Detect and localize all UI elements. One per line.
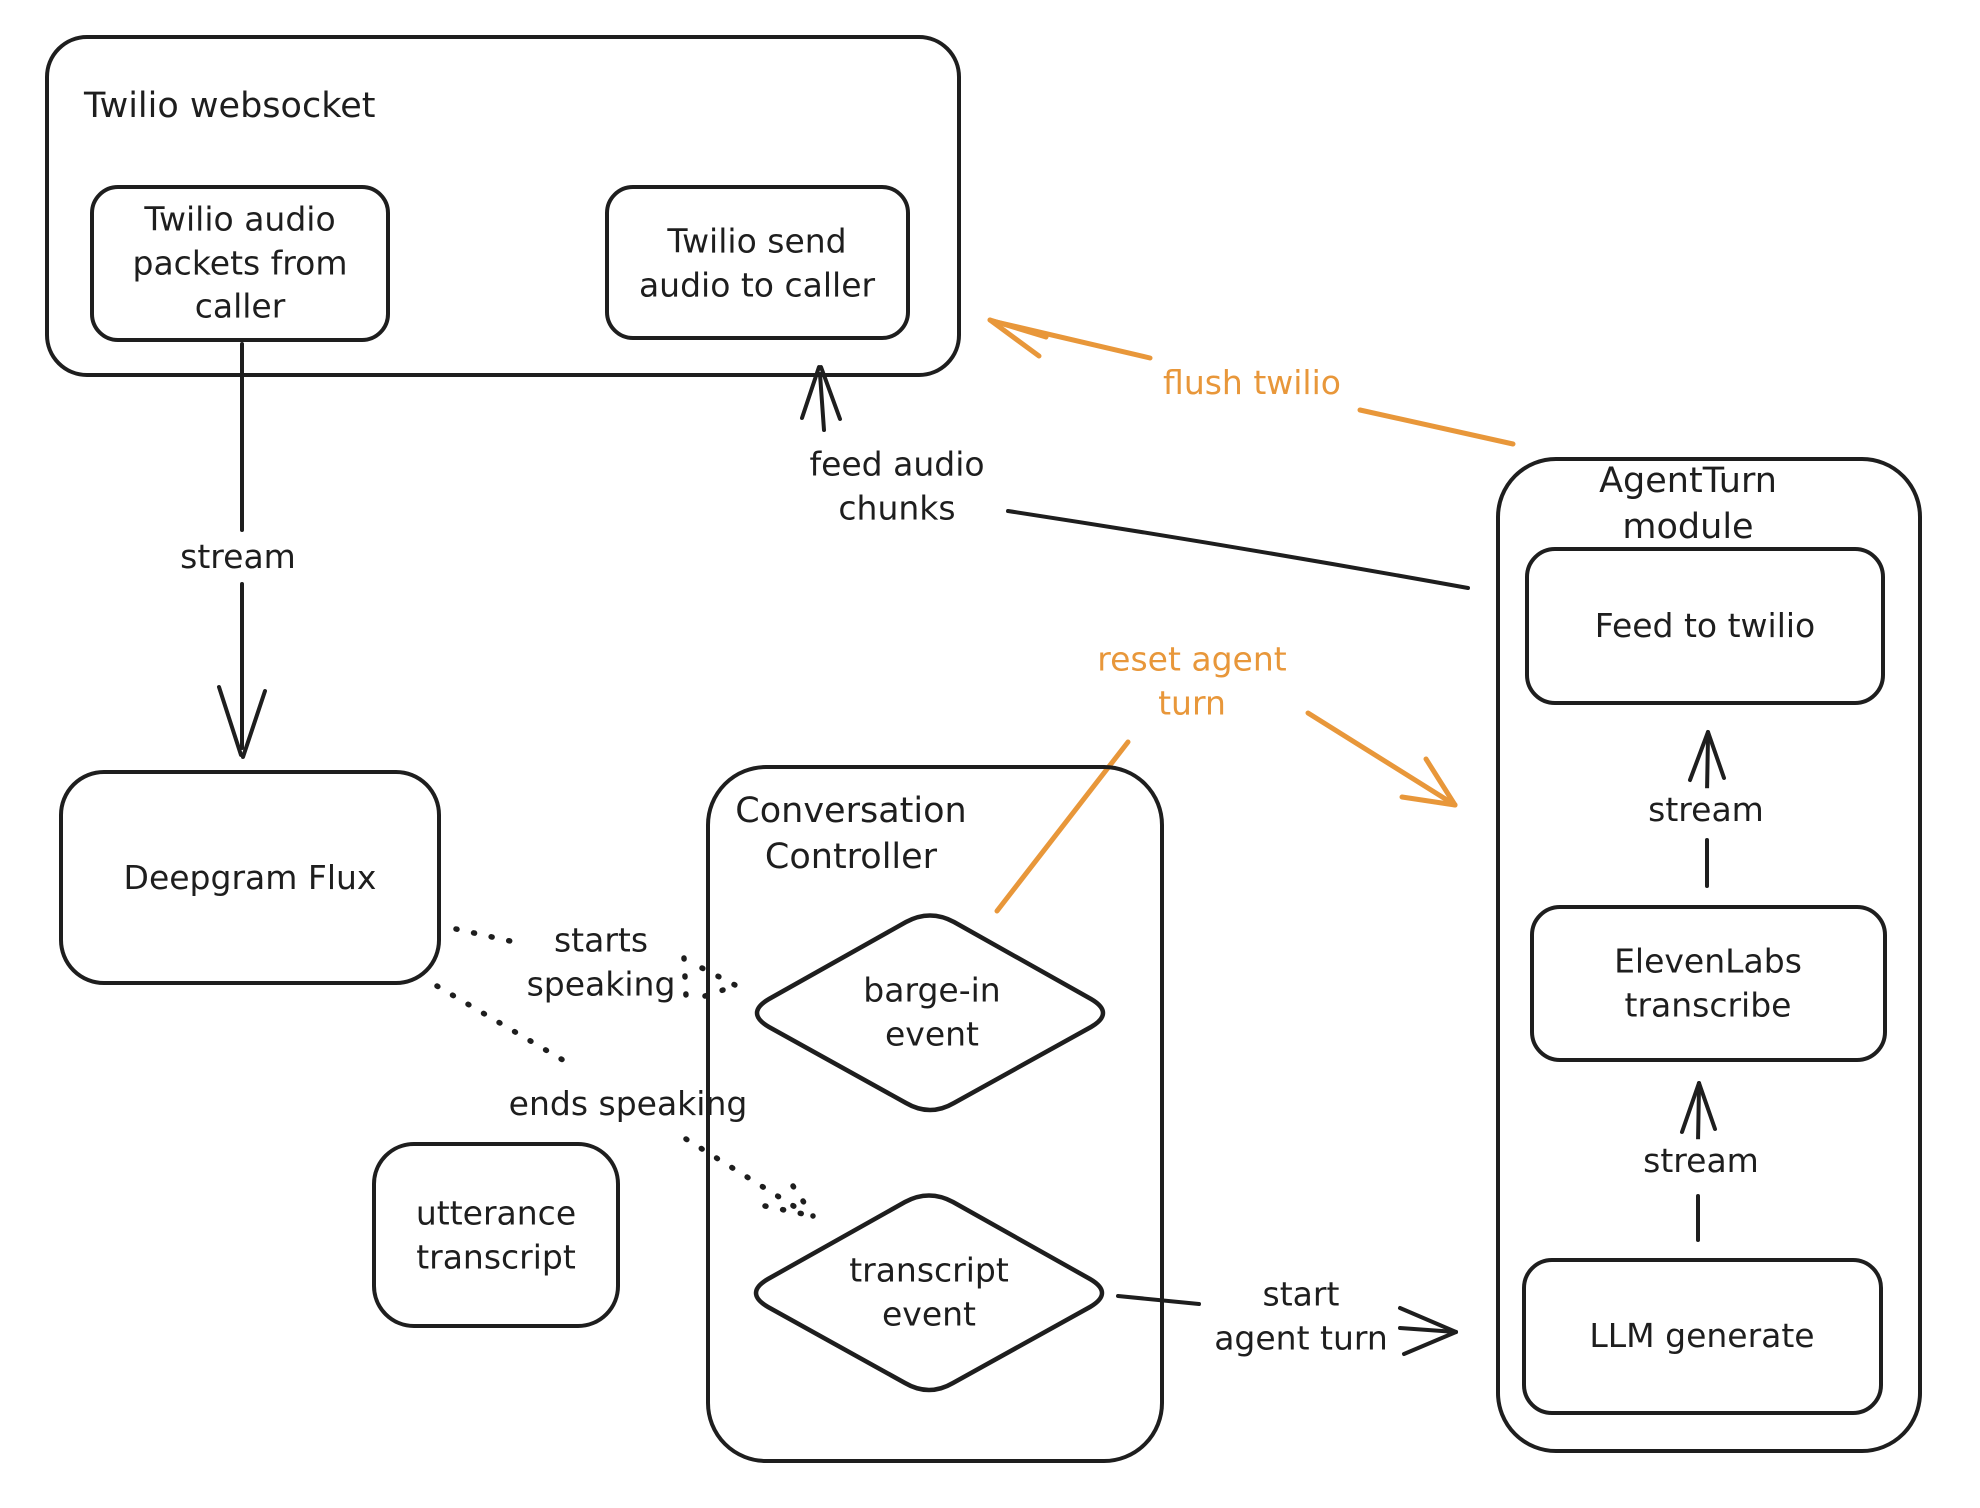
agentturn-module-title: AgentTurn module [1599, 460, 1777, 547]
starts-speaking-label: starts speaking [526, 920, 676, 1003]
twilio-send-audio-label: Twilio send audio to caller [638, 221, 876, 304]
node-feed-to-twilio [1525, 547, 1885, 705]
node-elevenlabs-transcribe [1530, 905, 1887, 1062]
node-llm-generate [1522, 1258, 1883, 1415]
feed-to-twilio-label: Feed to twilio [1594, 606, 1816, 646]
conversation-controller-container [706, 765, 1164, 1463]
stream-llm-label: stream [1637, 1139, 1765, 1183]
twilio-websocket-container [45, 35, 961, 377]
stream-caller-label: stream [174, 535, 302, 579]
feed-audio-chunks-label: feed audio chunks [809, 444, 985, 527]
twilio-websocket-title: Twilio websocket [84, 86, 376, 126]
node-twilio-audio-packets [90, 185, 390, 342]
node-utterance-transcript [372, 1142, 620, 1328]
flush-twilio-label: flush twilio [1157, 361, 1347, 405]
deepgram-flux-label: Deepgram Flux [123, 858, 377, 898]
node-deepgram-flux [59, 770, 441, 985]
stream-tts-label: stream [1642, 788, 1770, 832]
twilio-audio-packets-label: Twilio audio packets from caller [132, 199, 348, 326]
start-agent-turn-label: start agent turn [1214, 1274, 1388, 1357]
elevenlabs-transcribe-label: ElevenLabs transcribe [1614, 941, 1802, 1024]
agentturn-module-container [1496, 457, 1922, 1453]
node-twilio-send-audio [605, 185, 910, 340]
transcript-event-label: transcript event [849, 1250, 1009, 1333]
ends-speaking-label: ends speaking [508, 1084, 748, 1124]
conversation-controller-title: Conversation Controller [735, 790, 967, 877]
llm-generate-label: LLM generate [1589, 1316, 1815, 1356]
reset-agent-turn-label: reset agent turn [1097, 639, 1287, 722]
barge-in-event-label: barge-in event [863, 970, 1001, 1053]
feed-chunks-connector [1006, 509, 1470, 590]
utterance-transcript-label: utterance transcript [415, 1193, 577, 1276]
